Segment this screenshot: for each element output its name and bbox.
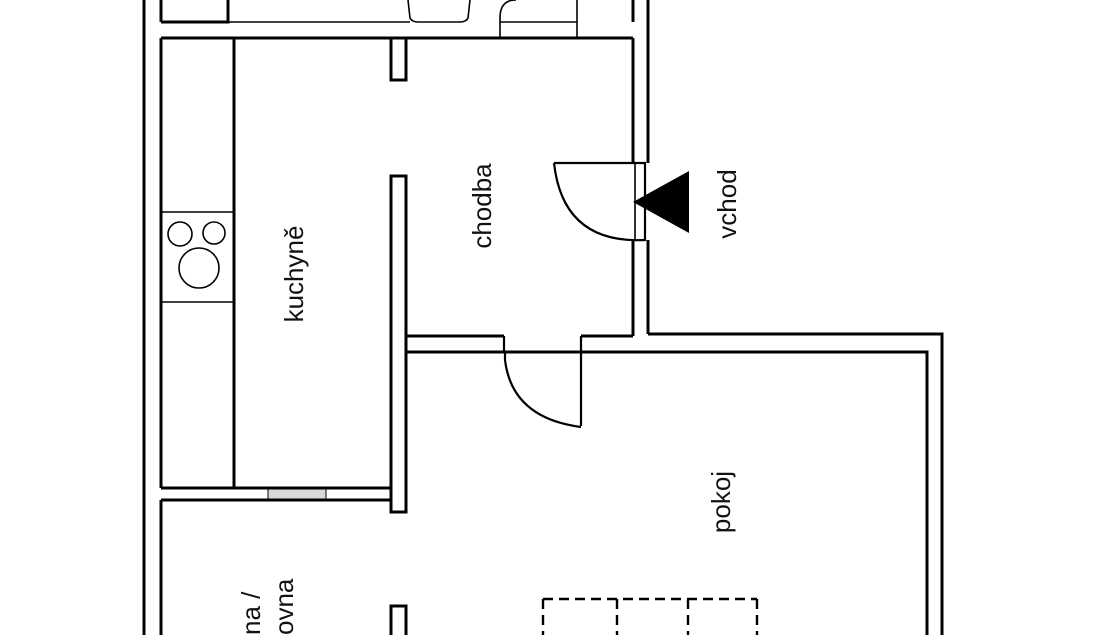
outer-walls xyxy=(142,0,944,635)
top-fixtures xyxy=(407,0,578,38)
dashed-furniture xyxy=(541,597,759,635)
room-label-room: pokoj xyxy=(706,471,736,533)
room-label-bedroom-line2: ovna xyxy=(269,578,299,635)
wall-top-horizontal xyxy=(161,36,635,338)
room-label-kitchen: kuchyně xyxy=(279,226,309,323)
entrance-door xyxy=(552,161,647,242)
room-label-hallway: chodba xyxy=(467,163,497,249)
entrance-label: vchod xyxy=(712,169,742,238)
entrance-arrow-icon xyxy=(633,171,689,233)
stove-icon xyxy=(167,221,226,289)
room-label-bedroom-line1: na / xyxy=(236,591,266,635)
kitchen-bottom-wall xyxy=(161,486,391,502)
window xyxy=(267,488,327,500)
room-door xyxy=(502,336,583,429)
partition-stubs xyxy=(389,36,408,635)
kitchen-counter xyxy=(161,38,236,488)
